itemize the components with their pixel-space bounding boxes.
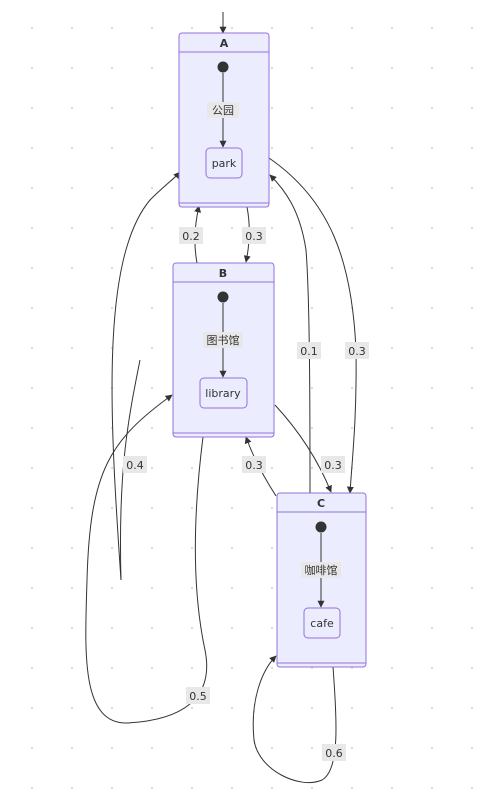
edge-label-b-to-a: 0.2 xyxy=(182,230,200,243)
edge-label-b-self: 0.5 xyxy=(189,690,207,703)
inner-state-park-label: park xyxy=(212,157,237,170)
state-a[interactable]: A 公园 park xyxy=(178,32,270,208)
edge-label-b-to-a-long: 0.4 xyxy=(126,459,144,472)
edge-b-self-loop xyxy=(85,394,208,724)
state-b[interactable]: B 图书馆 library xyxy=(172,262,275,438)
state-b-title: B xyxy=(219,267,227,280)
state-a-title: A xyxy=(220,37,229,50)
start-dot-b xyxy=(217,291,229,303)
transition-label-c: 咖啡馆 xyxy=(305,563,338,577)
start-dot-a xyxy=(217,61,229,73)
start-dot-c xyxy=(315,521,327,533)
edge-label-c-self: 0.6 xyxy=(325,747,343,760)
state-c-title: C xyxy=(317,497,325,510)
edge-label-a-to-c: 0.3 xyxy=(348,345,366,358)
inner-state-library-label: library xyxy=(205,387,241,400)
inner-state-cafe-label: cafe xyxy=(310,617,334,630)
edge-label-b-to-c: 0.3 xyxy=(324,459,342,472)
edge-b-to-a-long xyxy=(111,171,181,581)
edge-b-to-a-long-tail xyxy=(119,359,141,581)
inner-state-library[interactable] xyxy=(199,377,248,409)
inner-state-park[interactable] xyxy=(205,147,243,179)
transition-label-a: 公园 xyxy=(212,104,234,117)
label-bg-c xyxy=(301,562,341,578)
inner-state-cafe[interactable] xyxy=(303,607,341,639)
label-bg-b xyxy=(203,332,243,348)
edge-label-a-to-b: 0.3 xyxy=(245,230,263,243)
state-c[interactable]: C 咖啡馆 cafe xyxy=(276,492,367,668)
edge-labels: 0.2 0.3 0.1 0.3 0.4 0.3 0.3 0.5 0.6 xyxy=(123,227,369,761)
edge-label-c-to-b: 0.3 xyxy=(245,459,263,472)
edge-label-c-to-a: 0.1 xyxy=(300,345,318,358)
label-bg-a xyxy=(207,102,239,118)
edge-c-to-a xyxy=(269,174,311,494)
edge-b-to-c xyxy=(274,404,332,493)
edge-a-to-c xyxy=(268,157,357,494)
transition-label-b: 图书馆 xyxy=(207,333,240,347)
edge-c-self-loop xyxy=(252,655,337,784)
